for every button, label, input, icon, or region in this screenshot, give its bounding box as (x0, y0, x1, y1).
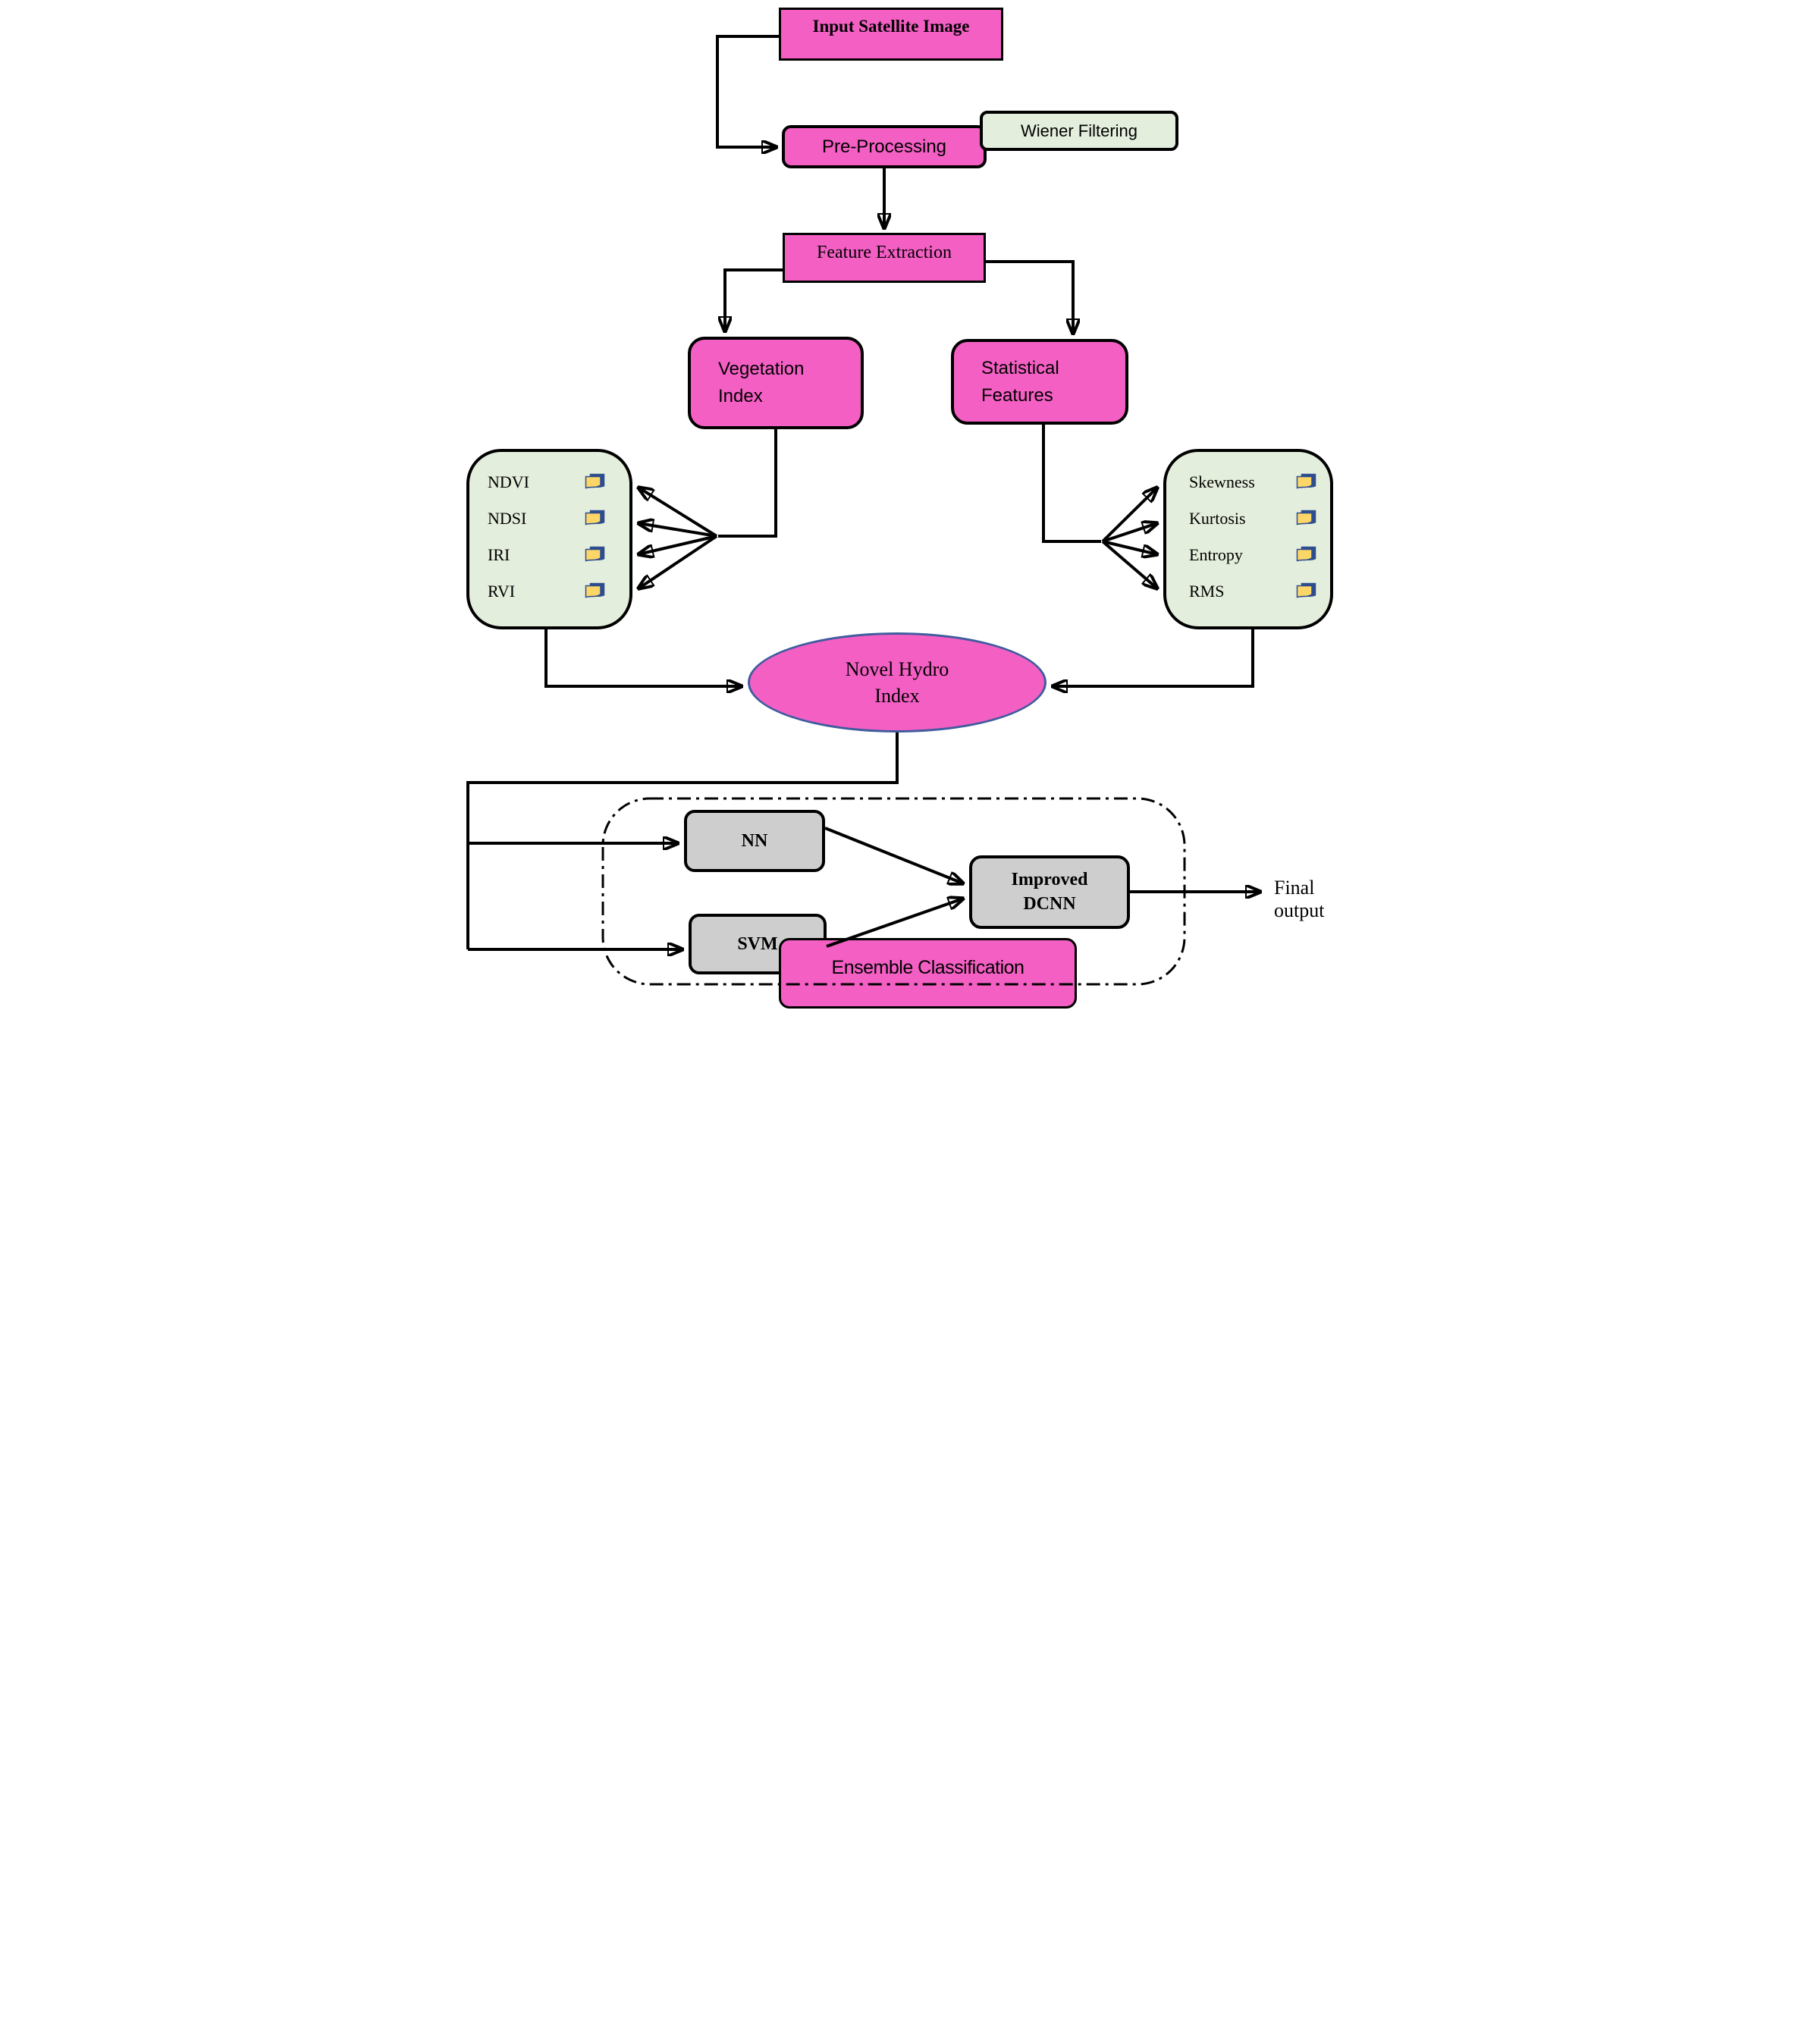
input-satellite-image-label: Input Satellite Image (812, 17, 970, 36)
statistical-metrics-panel: Skewness Kurtosis Entropy RMS (1163, 449, 1333, 629)
nn-label: NN (741, 830, 768, 851)
metric-label: Skewness (1189, 472, 1255, 491)
arrow-vegetation-panel-to-hydro (544, 629, 742, 686)
input-satellite-image-node: Input Satellite Image (779, 8, 1003, 61)
vegetation-index-label-line1: Vegetation (718, 359, 805, 379)
wiener-filtering-node: Wiener Filtering (980, 111, 1178, 151)
nn-classifier-node: NN (684, 810, 825, 872)
pre-processing-node: Pre-Processing (782, 125, 987, 168)
arrow-fan-to-iri (639, 535, 717, 554)
line-hydro-trunk (466, 733, 899, 949)
list-item: NDSI (488, 504, 617, 534)
arrow-nn-to-dcnn (824, 827, 963, 883)
final-output-label: Final output (1274, 877, 1325, 921)
statistical-features-label-line1: Statistical (981, 357, 1059, 378)
metric-label: Entropy (1189, 545, 1243, 564)
document-pages-icon (1296, 473, 1316, 489)
list-item: Entropy (1189, 540, 1316, 570)
improved-dcnn-label-line1: Improved (1011, 870, 1088, 890)
line-statistical-to-fanpoint (1042, 425, 1101, 543)
feature-extraction-node: Feature Extraction (783, 233, 986, 283)
arrow-fan-to-rvi (639, 535, 718, 588)
metric-label: RVI (488, 582, 516, 601)
list-item: RMS (1189, 576, 1316, 607)
vegetation-index-node: Vegetation Index (688, 337, 864, 429)
metric-label: IRI (488, 545, 510, 564)
arrow-fan-to-rms (1101, 540, 1157, 588)
arrow-fan-to-skewness (1101, 488, 1157, 543)
document-pages-icon (585, 510, 605, 526)
statistical-features-label-line2: Features (981, 384, 1053, 406)
vegetation-index-label-line2: Index (718, 386, 763, 406)
list-item: IRI (488, 540, 617, 570)
hydro-index-label-line1: Novel Hydro (845, 657, 949, 680)
ensemble-classification-label: Ensemble Classification (831, 957, 1025, 978)
list-item: Kurtosis (1189, 504, 1316, 534)
ensemble-classification-label-node: Ensemble Classification (779, 938, 1077, 1009)
arrow-fan-to-kurtosis (1102, 523, 1157, 543)
list-item: Skewness (1189, 467, 1316, 497)
pre-processing-label: Pre-Processing (821, 136, 947, 157)
document-pages-icon (585, 546, 605, 562)
improved-dcnn-node: Improved DCNN (969, 855, 1130, 929)
vegetation-metrics-panel: NDVI NDSI IRI RVI (466, 449, 632, 629)
svm-label: SVM (737, 933, 778, 954)
arrow-feature-to-statistical (986, 260, 1073, 334)
arrow-input-to-preprocessing (716, 35, 779, 147)
arrow-fan-to-ndsi (639, 523, 717, 538)
document-pages-icon (1296, 546, 1316, 562)
document-pages-icon (585, 473, 605, 489)
list-item: NDVI (488, 467, 617, 497)
statistical-features-node: Statistical Features (951, 339, 1128, 425)
arrow-fan-to-entropy (1102, 540, 1157, 554)
metric-label: NDVI (488, 472, 529, 491)
document-pages-icon (1296, 582, 1316, 598)
document-pages-icon (585, 582, 605, 598)
metric-label: RMS (1189, 582, 1225, 601)
improved-dcnn-label-line2: DCNN (1023, 893, 1076, 914)
document-pages-icon (1296, 510, 1316, 526)
flowchart-canvas: Input Satellite Image Pre-Processing Wie… (455, 0, 1365, 1017)
line-vegetation-to-fanpoint (718, 429, 777, 538)
feature-extraction-label: Feature Extraction (817, 243, 952, 262)
arrow-fan-to-ndvi (639, 488, 718, 538)
arrow-statistical-panel-to-hydro (1053, 629, 1254, 686)
arrow-feature-to-vegetation (725, 268, 783, 331)
wiener-filtering-label: Wiener Filtering (1020, 121, 1138, 140)
hydro-index-label-line2: Index (874, 685, 920, 707)
metric-label: Kurtosis (1189, 509, 1246, 528)
metric-label: NDSI (488, 509, 527, 528)
list-item: RVI (488, 576, 617, 607)
novel-hydro-index-node: Novel Hydro Index (748, 632, 1046, 733)
